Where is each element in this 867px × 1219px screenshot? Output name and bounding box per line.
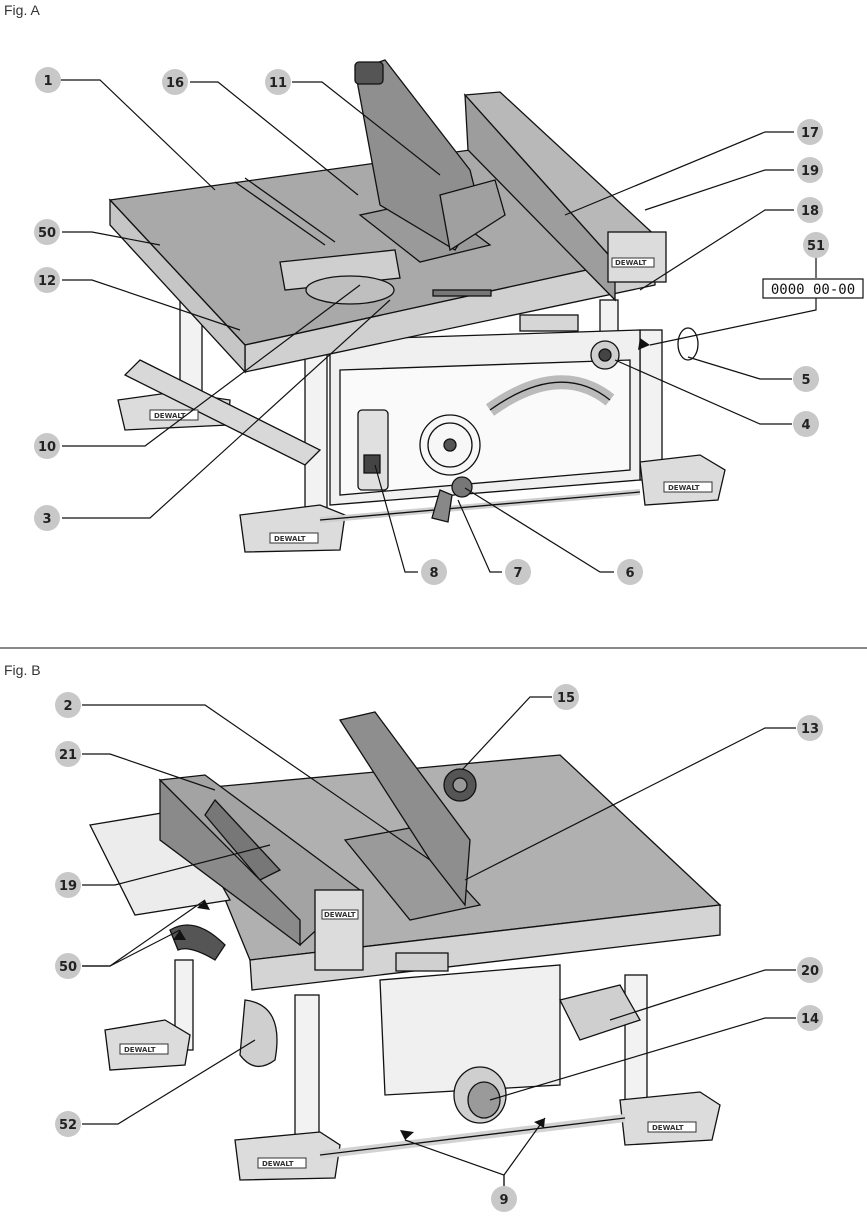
brand-plate-text: DEWALT: [124, 1046, 156, 1054]
fig-b-brand-plates: DEWALT DEWALT DEWALT DEWALT: [119, 909, 697, 1169]
callout-19: 19: [797, 157, 823, 183]
fig-a-saw-drawing: [108, 59, 726, 553]
svg-text:2: 2: [63, 699, 72, 714]
svg-text:50: 50: [38, 226, 56, 241]
figure-a-label: Fig. A: [4, 2, 40, 18]
serial-number-box: 0000 00-00: [762, 278, 864, 299]
callout-1: 1: [35, 67, 61, 93]
callout-8: 8: [421, 559, 447, 585]
svg-text:20: 20: [801, 964, 819, 979]
svg-text:52: 52: [59, 1118, 77, 1133]
svg-text:10: 10: [38, 440, 56, 455]
callout-7: 7: [505, 559, 531, 585]
svg-text:12: 12: [38, 274, 56, 289]
brand-plate-text: DEWALT: [668, 484, 700, 492]
brand-plate-text: DEWALT: [615, 259, 647, 267]
svg-text:4: 4: [801, 418, 810, 433]
svg-text:1: 1: [43, 74, 52, 89]
callout-51: 51: [803, 232, 829, 258]
callout-14: 14: [797, 1005, 823, 1031]
brand-plate-text: DEWALT: [324, 911, 356, 919]
svg-text:9: 9: [499, 1193, 508, 1208]
callout-5: 5: [793, 366, 819, 392]
svg-text:3: 3: [42, 512, 51, 527]
callout-9: 9: [491, 1186, 517, 1212]
fig-a-callouts: 1 16 11 17 19 18 50 51 12 5 4 10 3 8 7 6: [34, 67, 829, 585]
svg-text:14: 14: [801, 1012, 819, 1027]
brand-plate-text: DEWALT: [262, 1160, 294, 1168]
fig-b-callouts: 2 15 13 21 19 50 20 14 52 9: [55, 684, 823, 1212]
callout-19: 19: [55, 872, 81, 898]
callout-2: 2: [55, 692, 81, 718]
callout-3: 3: [34, 505, 60, 531]
fig-b-arrowheads: [173, 900, 545, 1140]
svg-text:13: 13: [801, 722, 819, 737]
callout-10: 10: [34, 433, 60, 459]
brand-plate-text: DEWALT: [652, 1124, 684, 1132]
svg-text:5: 5: [801, 373, 810, 388]
serial-number-text: 0000 00-00: [771, 282, 855, 298]
callout-18: 18: [797, 197, 823, 223]
callout-12: 12: [34, 267, 60, 293]
callout-4: 4: [793, 411, 819, 437]
svg-text:51: 51: [807, 239, 825, 254]
svg-text:11: 11: [269, 76, 287, 91]
svg-text:18: 18: [801, 204, 819, 219]
callout-11: 11: [265, 69, 291, 95]
svg-text:19: 19: [801, 164, 819, 179]
fig-b-saw-drawing: [89, 711, 722, 1181]
figure-b-label: Fig. B: [4, 662, 41, 678]
svg-text:50: 50: [59, 960, 77, 975]
svg-text:19: 19: [59, 879, 77, 894]
arrowhead: [638, 338, 650, 350]
callout-52: 52: [55, 1111, 81, 1137]
fig-b-leader-lines: [82, 696, 796, 1186]
svg-text:7: 7: [513, 566, 522, 581]
svg-text:8: 8: [429, 566, 438, 581]
callout-13: 13: [797, 715, 823, 741]
svg-text:17: 17: [801, 126, 819, 141]
svg-text:21: 21: [59, 748, 77, 763]
callout-50: 50: [55, 953, 81, 979]
callout-20: 20: [797, 957, 823, 983]
brand-plate-text: DEWALT: [274, 535, 306, 543]
svg-text:16: 16: [166, 76, 184, 91]
callout-15: 15: [553, 684, 579, 710]
fig-a-brand-plates: DEWALT DEWALT DEWALT DEWALT: [149, 257, 713, 544]
svg-text:15: 15: [557, 691, 575, 706]
svg-text:6: 6: [625, 566, 634, 581]
callout-21: 21: [55, 741, 81, 767]
fig-a-leader-lines: [60, 79, 817, 573]
callout-16: 16: [162, 69, 188, 95]
callout-17: 17: [797, 119, 823, 145]
callout-6: 6: [617, 559, 643, 585]
callout-50: 50: [34, 219, 60, 245]
brand-plate-text: DEWALT: [154, 412, 186, 420]
